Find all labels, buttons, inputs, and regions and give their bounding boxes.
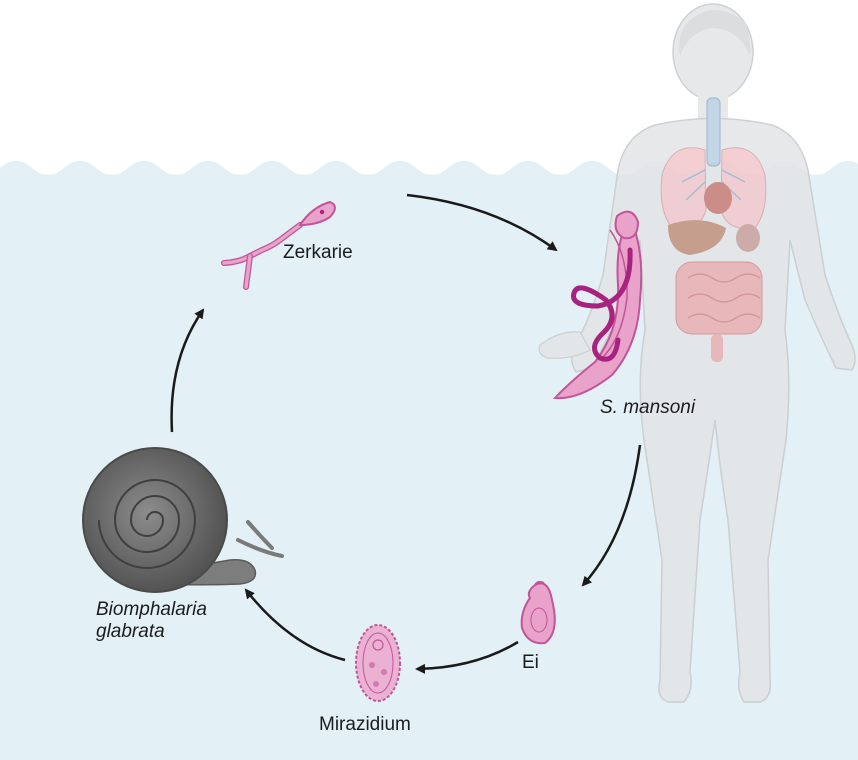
label-snail-line1: Biomphalaria: [96, 599, 207, 621]
label-miracidium: Mirazidium: [319, 714, 411, 736]
miracidium-illustration: [356, 625, 400, 701]
label-adult-worm: S. mansoni: [600, 397, 695, 419]
label-egg: Ei: [522, 652, 539, 674]
label-cercaria: Zerkarie: [283, 242, 353, 264]
label-snail-line2: glabrata: [96, 621, 165, 643]
